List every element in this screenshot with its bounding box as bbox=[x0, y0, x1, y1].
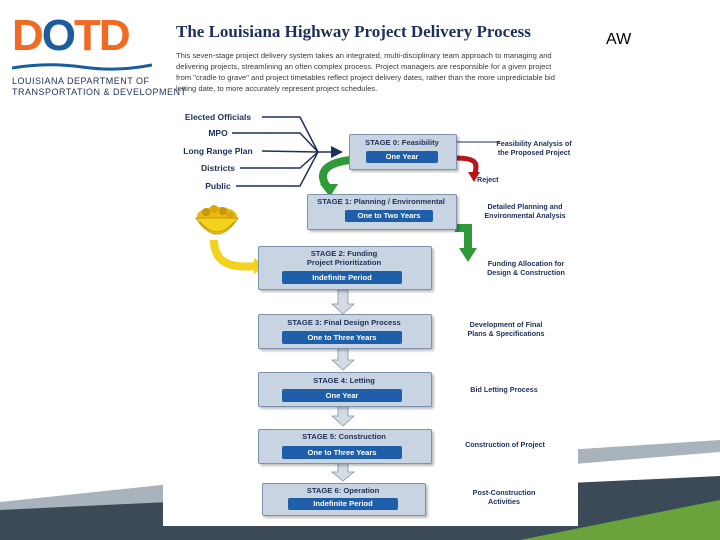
advance-arrow-stage0-stage1 bbox=[319, 156, 351, 191]
connector-elected-officials bbox=[262, 116, 319, 153]
logo-subtitle-line1: LOUISIANA DEPARTMENT OF bbox=[12, 76, 150, 86]
stakeholder-districts: Districts bbox=[200, 163, 235, 173]
stage-2-subtitle: Project Prioritization bbox=[306, 258, 382, 267]
stage-3-duration: One to Three Years bbox=[282, 331, 402, 344]
connector-public bbox=[236, 151, 319, 187]
logo-wave-icon bbox=[12, 63, 152, 71]
logo-subtitle-line2: TRANSPORTATION & DEVELOPMENT bbox=[12, 87, 187, 97]
stage-0-duration: One Year bbox=[366, 151, 438, 163]
page-title: The Louisiana Highway Project Delivery P… bbox=[176, 22, 531, 41]
connector-long-range-plan bbox=[261, 150, 319, 153]
intro-paragraph: This seven-stage project delivery system… bbox=[176, 51, 555, 93]
stage-1-title: STAGE 1: Planning / Environmental bbox=[317, 197, 445, 206]
stage-6-note: Post-Construction Activities bbox=[472, 488, 536, 506]
stage-3-note: Development of Final Plans & Specificati… bbox=[467, 320, 545, 338]
stage-4-note: Bid Letting Process bbox=[470, 385, 538, 394]
reject-arrowhead bbox=[468, 172, 480, 182]
stage-4-duration: One Year bbox=[282, 389, 402, 402]
connector-mpo bbox=[232, 132, 319, 153]
down-arrow-2-3 bbox=[330, 289, 356, 315]
stage-6-title: STAGE 6: Operation bbox=[306, 486, 380, 495]
stage-0-title: STAGE 0: Feasibility bbox=[365, 138, 439, 147]
connector-districts bbox=[240, 151, 319, 169]
funding-arrow bbox=[210, 239, 257, 271]
stakeholder-elected-officials: Elected Officials bbox=[184, 112, 252, 122]
stage-1-duration: One to Two Years bbox=[345, 210, 433, 222]
footer-green-stripe bbox=[520, 500, 720, 540]
advance-arrow-stage1-stage2 bbox=[455, 224, 472, 250]
stakeholder-mpo: MPO bbox=[208, 128, 228, 138]
stakeholder-public: Public bbox=[205, 181, 231, 191]
stakeholder-long-range-plan: Long Range Plan bbox=[183, 146, 253, 156]
down-arrow-3-4 bbox=[330, 346, 356, 371]
stage-1-note: Detailed Planning and Environmental Anal… bbox=[484, 202, 566, 220]
stage-5-title: STAGE 5: Construction bbox=[302, 432, 386, 441]
stage-3-title: STAGE 3: Final Design Process bbox=[287, 318, 401, 327]
stage-4-title: STAGE 4: Letting bbox=[313, 376, 375, 385]
advance-arrowhead-stage1-stage2 bbox=[459, 248, 477, 262]
advance-arrowhead-stage0-stage1 bbox=[320, 184, 338, 197]
stage-5-note: Construction of Project bbox=[465, 440, 545, 449]
funding-pot-icon bbox=[195, 205, 239, 235]
down-arrow-5-6 bbox=[330, 461, 356, 482]
reject-label: Reject bbox=[477, 175, 499, 184]
dotd-logo: DOTD bbox=[12, 11, 131, 60]
stage-2-note: Funding Allocation for Design & Construc… bbox=[487, 259, 565, 277]
stage-5-duration: One to Three Years bbox=[282, 446, 402, 459]
down-arrow-4-5 bbox=[330, 404, 356, 427]
stage-6-duration: Indefinite Period bbox=[288, 498, 398, 510]
corner-label: AW bbox=[606, 31, 632, 48]
stage-2-duration: Indefinite Period bbox=[282, 271, 402, 284]
stage-0-note: Feasibility Analysis of the Proposed Pro… bbox=[496, 139, 572, 157]
stage-2-title: STAGE 2: Funding bbox=[310, 249, 378, 258]
down-arrows bbox=[330, 289, 356, 482]
